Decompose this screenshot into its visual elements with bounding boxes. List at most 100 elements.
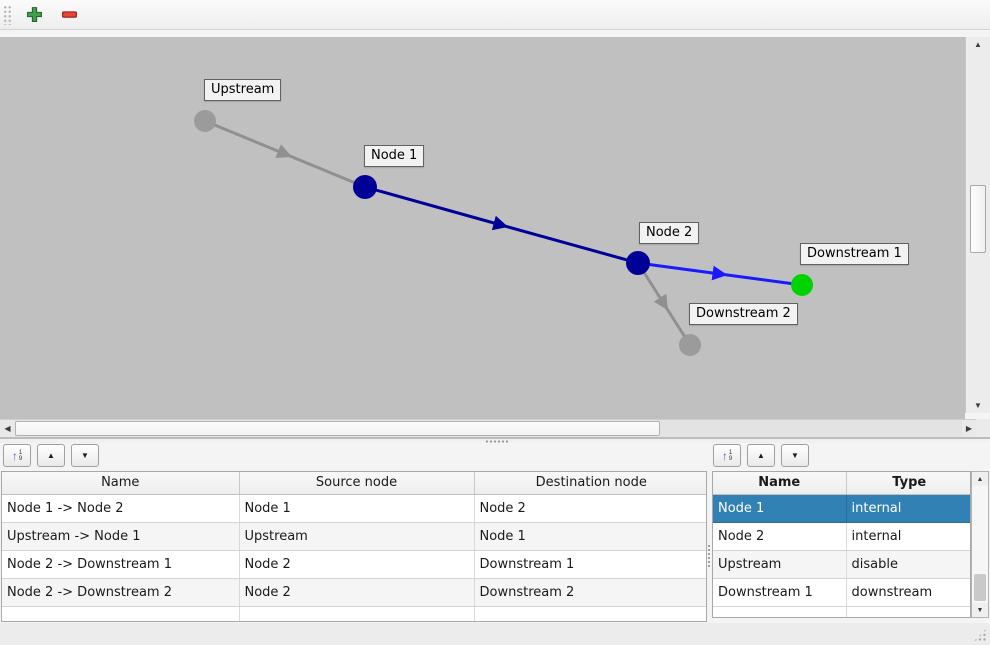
cell-source[interactable]: Node 1: [239, 494, 475, 523]
status-bar: [0, 623, 990, 645]
node-label-downstream2: Downstream 2: [689, 303, 798, 325]
column-header-name[interactable]: Name: [713, 472, 847, 495]
node-table: Name Type Node 1 internal Node 2 interna…: [712, 471, 971, 618]
empty-cell: [2, 606, 240, 621]
scrollbar-corner: [976, 419, 990, 437]
node-upstream[interactable]: [194, 110, 216, 132]
up-arrow-icon: ▲: [976, 475, 984, 483]
canvas-horizontal-scrollbar[interactable]: ◀ ▶: [0, 419, 976, 437]
node-table-toolbar: ↑ 1 9 ▲ ▼: [713, 444, 809, 467]
cell-name[interactable]: Node 2 -> Downstream 1: [2, 550, 240, 579]
table-row[interactable]: Upstream disable: [713, 550, 970, 579]
cell-destination[interactable]: Node 2: [474, 494, 706, 523]
main-toolbar: [0, 0, 990, 30]
empty-cell: [846, 606, 970, 617]
add-button[interactable]: [21, 2, 47, 28]
sort-digit-bottom: 9: [728, 455, 733, 462]
scroll-down-button[interactable]: ▼: [972, 603, 988, 617]
cell-source[interactable]: Node 2: [239, 550, 475, 579]
table-row[interactable]: Node 2 -> Downstream 2 Node 2 Downstream…: [2, 578, 706, 607]
up-arrow-icon: ▲: [47, 451, 55, 460]
down-arrow-icon: ▼: [976, 606, 984, 614]
node-downstream1[interactable]: [791, 274, 813, 296]
cell-destination[interactable]: Node 1: [474, 522, 706, 551]
right-arrow-icon: ▶: [965, 424, 973, 433]
node-sort-button[interactable]: ↑ 1 9: [713, 444, 741, 467]
cell-name[interactable]: Upstream -> Node 1: [2, 522, 240, 551]
splitter-handle-dots[interactable]: [485, 440, 509, 443]
column-header-destination-node[interactable]: Destination node: [474, 472, 706, 495]
sort-ascending-icon: ↑ 1 9: [12, 450, 22, 462]
table-row[interactable]: Upstream -> Node 1 Upstream Node 1: [2, 522, 706, 551]
plus-icon: [26, 7, 42, 22]
node-node2[interactable]: [626, 251, 650, 275]
scroll-up-button[interactable]: ▲: [966, 37, 990, 52]
edge-move-down-button[interactable]: ▼: [71, 444, 99, 467]
down-arrow-icon: ▼: [974, 401, 982, 410]
node-move-up-button[interactable]: ▲: [747, 444, 775, 467]
cell-source[interactable]: Node 2: [239, 578, 475, 607]
cell-name[interactable]: Node 2: [713, 522, 847, 551]
cell-type[interactable]: internal: [846, 494, 970, 523]
graph-svg: [194, 110, 813, 356]
edge-node1-node2[interactable]: [364, 185, 639, 265]
cell-type[interactable]: downstream: [846, 578, 970, 607]
edge-node2-downstream2[interactable]: [636, 262, 692, 346]
window-resize-grip[interactable]: [973, 628, 987, 642]
cell-name[interactable]: Node 2 -> Downstream 2: [2, 578, 240, 607]
table-row[interactable]: Node 1 -> Node 2 Node 1 Node 2: [2, 494, 706, 523]
scroll-left-button[interactable]: ◀: [0, 420, 15, 437]
column-header-name[interactable]: Name: [2, 472, 240, 495]
sort-digit-bottom: 9: [18, 455, 23, 462]
scroll-thumb[interactable]: [974, 574, 986, 601]
table-row[interactable]: Downstream 1 downstream: [713, 578, 970, 607]
column-header-type[interactable]: Type: [846, 472, 970, 495]
cell-name[interactable]: Downstream 1: [713, 578, 847, 607]
edge-table-toolbar: ↑ 1 9 ▲ ▼: [3, 444, 99, 467]
sort-arrow-glyph: ↑: [11, 448, 18, 463]
cell-destination[interactable]: Downstream 2: [474, 578, 706, 607]
sort-digits: 1 9: [19, 450, 22, 462]
node-table-header-row: Name Type: [713, 472, 970, 495]
up-arrow-icon: ▲: [974, 40, 982, 49]
scroll-down-button[interactable]: ▼: [966, 398, 990, 413]
node-label-upstream: Upstream: [204, 79, 282, 101]
edge-upstream-node1[interactable]: [204, 119, 366, 189]
cell-destination[interactable]: Downstream 1: [474, 550, 706, 579]
node-label-node1: Node 1: [364, 145, 425, 167]
minus-icon: [61, 11, 77, 18]
edge-node2-downstream1[interactable]: [637, 261, 803, 287]
empty-row: [2, 606, 706, 621]
toolbar-grip[interactable]: [3, 4, 12, 25]
cell-type[interactable]: internal: [846, 522, 970, 551]
scroll-up-button[interactable]: ▲: [972, 472, 988, 486]
table-row-selected[interactable]: Node 1 internal: [713, 494, 970, 523]
cell-name[interactable]: Node 1 -> Node 2: [2, 494, 240, 523]
table-row[interactable]: Node 2 -> Downstream 1 Node 2 Downstream…: [2, 550, 706, 579]
cell-source[interactable]: Upstream: [239, 522, 475, 551]
canvas-vertical-scrollbar[interactable]: ▲ ▼: [965, 37, 990, 413]
scroll-right-button[interactable]: ▶: [962, 420, 976, 437]
edge-sort-button[interactable]: ↑ 1 9: [3, 444, 31, 467]
node-node1[interactable]: [353, 175, 377, 199]
down-arrow-icon: ▼: [791, 451, 799, 460]
cell-name[interactable]: Upstream: [713, 550, 847, 579]
cell-type[interactable]: disable: [846, 550, 970, 579]
cell-name[interactable]: Node 1: [713, 494, 847, 523]
panel-splitter-handle[interactable]: [707, 544, 712, 568]
node-downstream2[interactable]: [679, 334, 701, 356]
remove-button[interactable]: [56, 2, 82, 28]
vertical-scroll-thumb[interactable]: [970, 185, 986, 253]
empty-row: [713, 606, 970, 617]
sort-digits: 1 9: [729, 450, 732, 462]
horizontal-scroll-thumb[interactable]: [15, 421, 660, 436]
graph-canvas[interactable]: Upstream Node 1 Node 2 Downstream 1 Down…: [0, 37, 965, 419]
sort-digit-top: 1: [728, 449, 733, 456]
sort-digit-top: 1: [18, 449, 23, 456]
column-header-source-node[interactable]: Source node: [239, 472, 475, 495]
node-move-down-button[interactable]: ▼: [781, 444, 809, 467]
edge-move-up-button[interactable]: ▲: [37, 444, 65, 467]
node-table-scrollbar[interactable]: ▲ ▼: [971, 471, 989, 618]
table-row[interactable]: Node 2 internal: [713, 522, 970, 551]
node-label-downstream1: Downstream 1: [800, 243, 909, 265]
